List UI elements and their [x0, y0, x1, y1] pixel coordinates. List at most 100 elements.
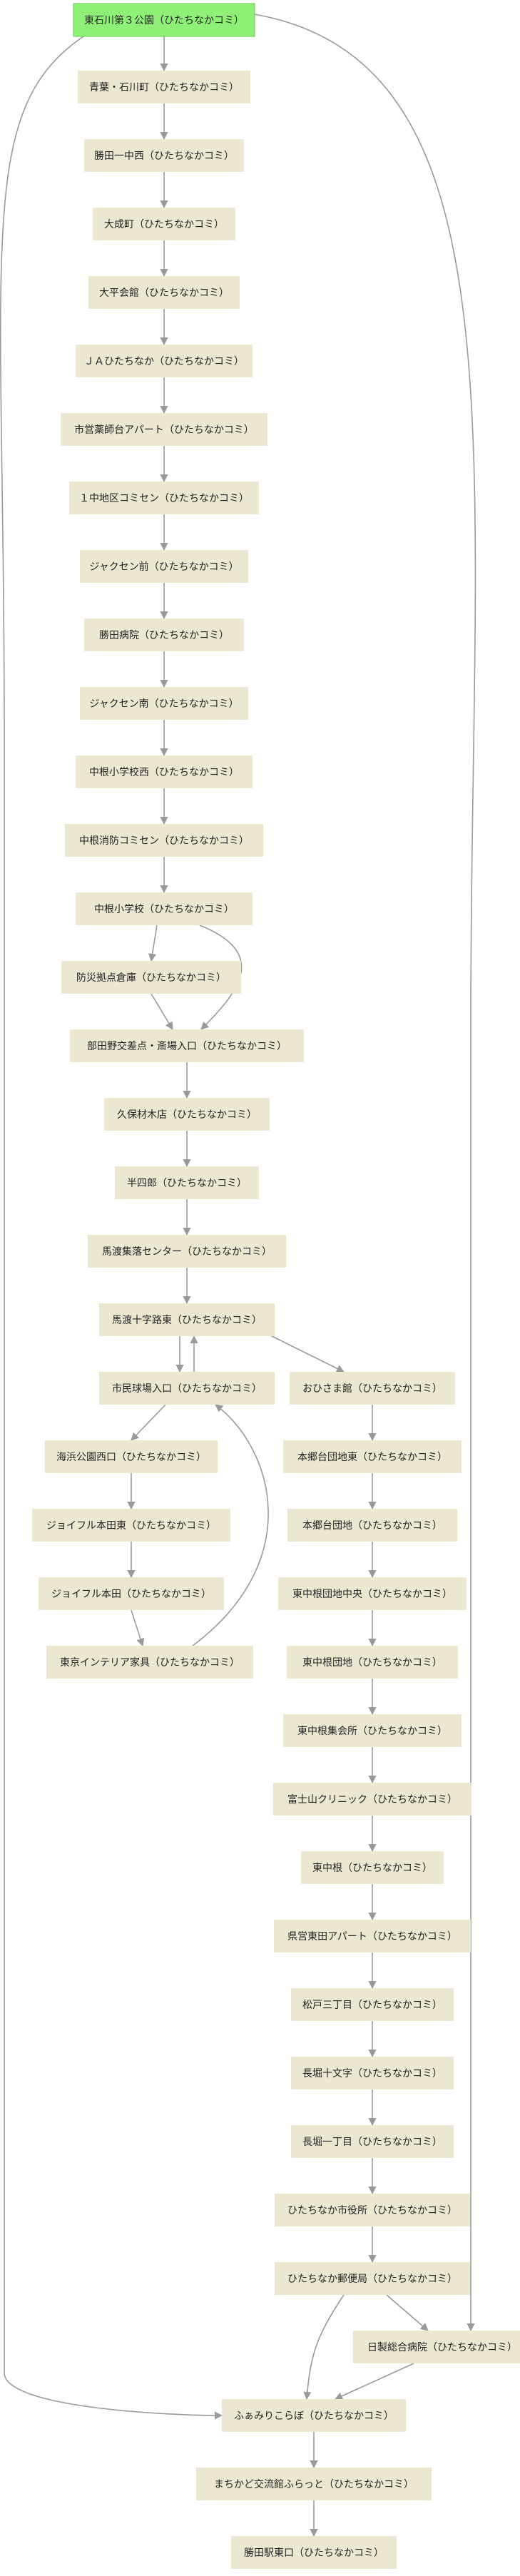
stop-label: 大成町（ひたちなかコミ）	[104, 219, 224, 230]
stop-label: 東京インテリア家具（ひたちなかコミ）	[60, 1656, 240, 1669]
stop-node: 青葉・石川町（ひたちなかコミ）	[78, 71, 250, 103]
stop-node-box	[222, 2399, 406, 2432]
stop-node-box	[353, 2331, 520, 2363]
stop-node: 勝田駅東口（ひたちなかコミ）	[231, 2536, 397, 2569]
stop-label: おひさま館（ひたちなかコミ）	[302, 1383, 442, 1395]
stop-label: ひたちなか郵便局（ひたちなかコミ）	[287, 2274, 457, 2285]
stop-node: 市営薬師台アパート（ひたちなかコミ）	[61, 413, 267, 446]
stop-label: ジャクセン南（ひたちなかコミ）	[89, 698, 238, 710]
stop-node: 半四郎（ひたちなかコミ）	[115, 1166, 259, 1199]
stop-node: 大成町（ひたちなかコミ）	[93, 208, 235, 240]
stop-node: 東中根集会所（ひたちなかコミ）	[283, 1714, 462, 1747]
stop-node: 部田野交差点・斎場入口（ひたちなかコミ）	[70, 1029, 304, 1062]
stop-label: ジョイフル本田東（ひたちなかコミ）	[46, 1520, 216, 1532]
stop-node-box	[32, 1509, 230, 1542]
stop-label: 防災拠点倉庫（ひたちなかコミ）	[76, 972, 226, 984]
stop-node-box	[93, 208, 235, 240]
stop-node: 東中根（ひたちなかコミ）	[301, 1851, 444, 1884]
stop-node-box	[291, 2057, 454, 2089]
stop-node-box	[275, 2194, 470, 2226]
stop-node: ひたちなか郵便局（ひたちなかコミ）	[275, 2262, 470, 2295]
edge-n19-to-n21	[260, 1330, 345, 1373]
stop-label: 半四郎（ひたちなかコミ）	[127, 1178, 247, 1189]
stop-label: １中地区コミセン（ひたちなかコミ）	[79, 493, 249, 504]
stop-node: 中根消防コミセン（ひたちなかコミ）	[65, 824, 263, 857]
stop-node: おひさま館（ひたちなかコミ）	[290, 1372, 455, 1405]
stop-label: 中根小学校西（ひたちなかコミ）	[89, 766, 239, 778]
stop-node: 勝田一中西（ひたちなかコミ）	[84, 139, 244, 172]
stop-label: 中根小学校（ひたちなかコミ）	[94, 903, 234, 915]
edge-n14-to-n15	[151, 993, 173, 1030]
stop-node: 長堀一丁目（ひたちなかコミ）	[291, 2125, 454, 2158]
stop-node-box	[78, 71, 250, 103]
stop-node-box	[65, 824, 263, 857]
stop-node-box	[76, 755, 253, 788]
stop-label: 青葉・石川町（ひたちなかコミ）	[89, 82, 239, 93]
stop-node-box	[76, 345, 253, 377]
stop-node: ジョイフル本田（ひたちなかコミ）	[39, 1577, 224, 1610]
stop-label: 勝田駅東口（ひたちなかコミ）	[244, 2547, 384, 2559]
stop-label: 県営東田アパート（ひたちなかコミ）	[287, 1931, 457, 1943]
stop-node: 日製総合病院（ひたちなかコミ）	[353, 2331, 520, 2363]
stop-label: 勝田一中西（ひたちなかコミ）	[94, 151, 234, 162]
stop-node-box	[84, 139, 244, 172]
nodes-layer: 東石川第３公園（ひたちなかコミ） 青葉・石川町（ひたちなかコミ） 勝田一中西（ひたち…	[32, 3, 520, 2569]
stop-node: 大平会館（ひたちなかコミ）	[88, 276, 240, 309]
stop-node: 中根小学校（ひたちなかコミ）	[76, 892, 253, 925]
stop-node: 馬渡十字路東（ひたちなかコミ）	[99, 1303, 275, 1336]
edge-n26-to-n28	[131, 1609, 145, 1647]
stop-node-box	[104, 1098, 270, 1131]
stop-node-box	[196, 2468, 432, 2500]
stop-label: 市民球場入口（ひたちなかコミ）	[112, 1383, 262, 1395]
stop-label: 勝田病院（ひたちなかコミ）	[99, 630, 229, 641]
stop-node-box	[39, 1577, 224, 1610]
stop-label: 久保材木店（ひたちなかコミ）	[117, 1109, 257, 1121]
stop-node: 本郷台団地（ひたちなかコミ）	[287, 1509, 457, 1542]
stop-node-box	[291, 2125, 454, 2158]
stop-label: 長堀十文字（ひたちなかコミ）	[302, 2068, 442, 2079]
stop-label: 市営薬師台アパート（ひたちなかコミ）	[74, 424, 254, 436]
start-node-box	[73, 3, 255, 37]
stop-label: まちかど交流館ふらっと（ひたちなかコミ）	[214, 2478, 414, 2490]
stop-node: 東中根団地中央（ひたちなかコミ）	[278, 1577, 467, 1610]
stop-node-box	[301, 1851, 444, 1884]
stop-node-box	[287, 1646, 458, 1679]
stop-node: ジョイフル本田東（ひたちなかコミ）	[32, 1509, 230, 1542]
stop-label: 本郷台団地（ひたちなかコミ）	[302, 1520, 442, 1532]
stop-node-box	[115, 1166, 259, 1199]
stop-node: 東京インテリア家具（ひたちなかコミ）	[46, 1646, 253, 1679]
stop-node: 勝田病院（ひたちなかコミ）	[84, 618, 244, 651]
stop-label: 馬渡集落センター（ひたちなかコミ）	[102, 1246, 272, 1258]
edge-n28-to-n20	[192, 1404, 269, 1646]
stop-node: まちかど交流館ふらっと（ひたちなかコミ）	[196, 2468, 432, 2500]
stop-node-box	[287, 1509, 457, 1542]
stop-node: 富士山クリニック（ひたちなかコミ）	[273, 1783, 471, 1816]
stop-node: 馬渡集落センター（ひたちなかコミ）	[88, 1235, 286, 1268]
edge-n39-to-n40	[334, 2363, 414, 2400]
stop-node: 松戸三丁目（ひたちなかコミ）	[291, 1988, 454, 2021]
stop-label: 中根消防コミセン（ひたちなかコミ）	[79, 835, 249, 847]
stop-node-box	[99, 1303, 275, 1336]
stop-node-box	[70, 1029, 304, 1062]
stop-node-box	[283, 1714, 462, 1747]
stop-label: 海浜公園西口（ひたちなかコミ）	[56, 1452, 206, 1463]
stop-node-box	[45, 1440, 218, 1473]
edge-n38-to-n39	[386, 2294, 429, 2331]
stop-label: ジョイフル本田（ひたちなかコミ）	[51, 1589, 211, 1600]
stop-node-box	[274, 1920, 471, 1953]
stop-label: 東中根（ひたちなかコミ）	[312, 1863, 432, 1874]
stop-node-box	[61, 413, 267, 446]
stop-node-box	[275, 2262, 470, 2295]
stop-node-box	[76, 892, 253, 925]
stop-node: ジャクセン南（ひたちなかコミ）	[80, 687, 248, 720]
stop-node: 防災拠点倉庫（ひたちなかコミ）	[61, 961, 241, 994]
stop-label: 東石川第３公園（ひたちなかコミ）	[84, 14, 244, 26]
stop-label: ひたちなか市役所（ひたちなかコミ）	[287, 2204, 457, 2216]
stop-node-box	[290, 1372, 455, 1405]
stop-label: ジャクセン前（ひたちなかコミ）	[89, 561, 238, 573]
stop-node-box	[273, 1783, 471, 1816]
stop-node: 本郷台団地東（ひたちなかコミ）	[283, 1440, 462, 1473]
stop-node-box	[231, 2536, 397, 2569]
stop-node: 中根小学校西（ひたちなかコミ）	[76, 755, 253, 788]
